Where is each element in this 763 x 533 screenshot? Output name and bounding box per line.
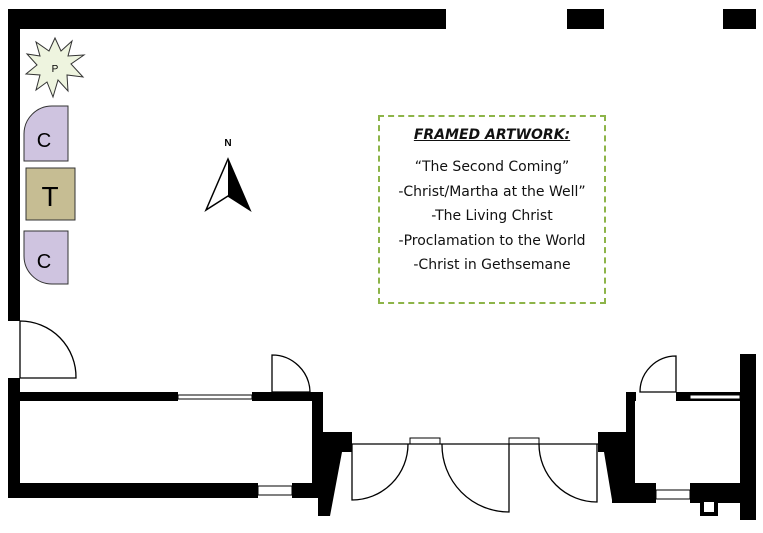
- left-wall-lower: [8, 378, 20, 498]
- furniture-group: P C T C: [23, 36, 86, 285]
- window-corridor: [177, 394, 253, 400]
- artwork-item: -Proclamation to the World: [398, 232, 586, 249]
- doors: [19, 320, 677, 513]
- door-right-room: [639, 355, 677, 393]
- window-entry-left: [409, 437, 441, 445]
- post-notch: [704, 502, 714, 512]
- window-entry-right: [508, 437, 540, 445]
- table-label: T: [41, 181, 58, 212]
- artwork-item: -The Living Christ: [431, 208, 553, 224]
- framed-artwork-box: FRAMED ARTWORK: “The Second Coming” -Chr…: [378, 115, 606, 304]
- right-wall: [740, 354, 756, 520]
- podium-label: P: [52, 64, 59, 75]
- chair-top: [23, 105, 69, 162]
- right-room-top-wall-a: [626, 392, 636, 401]
- corridor-wall-a: [8, 392, 178, 401]
- right-room-bottom-wall-b: [690, 483, 740, 503]
- right-room-bottom-wall-a: [612, 483, 656, 503]
- table: [25, 167, 76, 221]
- bottom-wall-left: [8, 483, 258, 498]
- window-right-bottom: [655, 489, 691, 500]
- artwork-item: “The Second Coming”: [414, 159, 570, 175]
- pillar-right: [626, 392, 635, 497]
- top-wall: [8, 9, 446, 29]
- window-bottom-left: [257, 485, 293, 496]
- door-left-main: [19, 320, 77, 379]
- left-wall-upper: [8, 9, 20, 321]
- chair-bottom-label: C: [37, 251, 51, 273]
- chair-bottom: [23, 230, 69, 285]
- entry-door-1: [351, 443, 409, 501]
- chair-top-label: C: [37, 130, 51, 152]
- entry-door-2: [441, 443, 510, 513]
- corridor-wall-b: [252, 392, 322, 401]
- artwork-item: -Christ/Martha at the Well”: [398, 183, 586, 200]
- pillar-left: [312, 392, 323, 497]
- window-right-room: [689, 394, 741, 400]
- door-corridor: [271, 354, 311, 393]
- north-label: N: [224, 138, 231, 149]
- windows: [177, 394, 741, 500]
- artwork-item: -Christ in Gethsemane: [413, 257, 571, 273]
- top-wall-segment-mid: [567, 9, 604, 29]
- top-wall-segment-right: [723, 9, 756, 29]
- entry-door-3: [538, 443, 598, 503]
- north-arrow: N: [204, 138, 252, 212]
- framed-artwork-title: FRAMED ARTWORK:: [413, 127, 571, 143]
- pillar-left-jamb: [318, 432, 352, 516]
- north-arrow-fill: [228, 159, 250, 210]
- podium-star: [24, 36, 86, 99]
